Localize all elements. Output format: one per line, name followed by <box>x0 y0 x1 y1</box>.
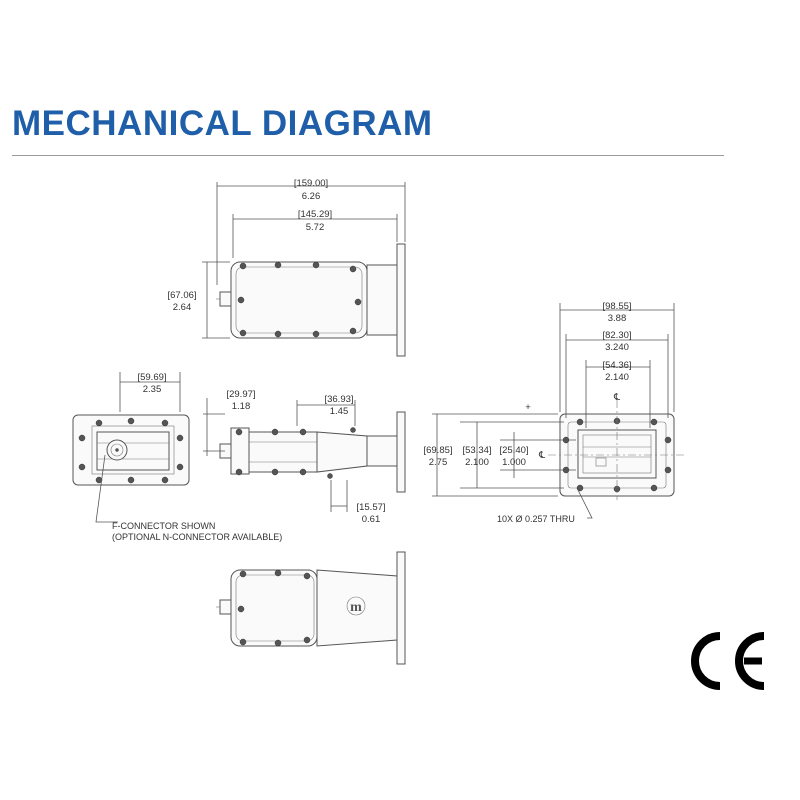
dim-transition-length-in: 1.45 <box>330 406 349 417</box>
bottom-flange <box>396 551 406 665</box>
dim-flange-hole-height-in: 2.100 <box>465 457 489 468</box>
front-view: [59.69] 2.35 F-CONNECTOR SHOWN (OPTIONAL… <box>72 372 282 542</box>
note-holes: 10X Ø 0.257 THRU <box>497 514 575 524</box>
cross-marker: + <box>525 402 531 413</box>
bolt <box>237 296 245 304</box>
dim-housing-length-in: 5.72 <box>306 222 325 233</box>
bolt <box>78 434 86 442</box>
dim-flange-width-mm: [98.55] <box>602 301 631 312</box>
dim-flange-width-in: 3.88 <box>608 313 627 324</box>
title-divider <box>12 155 724 156</box>
dim-front-width-in: 2.35 <box>143 384 162 395</box>
bolt <box>664 466 672 474</box>
bolt <box>354 298 362 306</box>
bolt <box>239 262 247 270</box>
holes-leader <box>577 489 593 519</box>
flange-plate <box>396 243 406 357</box>
dim-housing-length-mm: [145.29] <box>298 209 332 220</box>
bolt <box>239 329 247 337</box>
ce-mark <box>691 632 765 690</box>
page-title: MECHANICAL DIAGRAM <box>12 104 433 143</box>
dim-flange-hole-span-mm: [82.30] <box>602 330 631 341</box>
note-connector: F-CONNECTOR SHOWN <box>112 521 215 531</box>
bolt <box>576 418 584 426</box>
bolt <box>576 484 584 492</box>
flange-view: ℄ ℄ + [98.55] 3.88 [82.30] 3.240 [54.36]… <box>423 301 686 524</box>
centerline-symbol-vertical: ℄ <box>613 392 621 403</box>
dim-waveguide-width-mm: [54.36] <box>602 360 631 371</box>
bolt <box>650 484 658 492</box>
housing-outline <box>230 261 368 339</box>
bolt <box>127 476 135 484</box>
logo-mark: m <box>350 600 362 615</box>
side-flange <box>396 411 406 493</box>
logo-circle <box>346 596 366 616</box>
side-transition <box>316 431 368 473</box>
bolt <box>349 265 357 273</box>
bolt <box>127 417 135 425</box>
dim-waveguide-height-in: 1.000 <box>502 457 526 468</box>
dim-overall-length-in: 6.26 <box>302 191 321 202</box>
dim-connector-offset-mm: [29.97] <box>226 389 255 400</box>
dim-connector-offset-in: 1.18 <box>232 401 251 412</box>
bolt <box>664 436 672 444</box>
dim-flange-height-mm: [69.85] <box>423 445 452 456</box>
top-view: [159.00] 6.26 [145.29] 5.72 [67.06] 2.64 <box>167 178 406 357</box>
bolt <box>176 463 184 471</box>
dim-flange-height-in: 2.75 <box>429 457 448 468</box>
dim-waveguide-width-in: 2.140 <box>605 372 629 383</box>
side-view: [29.97] 1.18 [36.93] 1.45 [15.57] 0.61 <box>203 389 406 525</box>
bolt <box>95 419 103 427</box>
dim-flange-thickness-mm: [15.57] <box>356 502 385 513</box>
centerline-symbol-horizontal: ℄ <box>538 450 546 461</box>
dim-waveguide-height-mm: [25.40] <box>499 445 528 456</box>
bolt <box>349 327 357 335</box>
bolt <box>78 463 86 471</box>
bolt <box>274 330 282 338</box>
bolt <box>176 434 184 442</box>
dim-transition-length-mm: [36.93] <box>324 394 353 405</box>
connector-leader <box>95 454 118 523</box>
dim-housing-height-in: 2.64 <box>173 302 192 313</box>
dim-flange-thickness-in: 0.61 <box>362 514 381 525</box>
bolt <box>274 261 282 269</box>
bolt <box>312 261 320 269</box>
bolt <box>161 419 169 427</box>
transition-body <box>366 264 398 336</box>
dim-housing-height-mm: [67.06] <box>167 290 196 301</box>
dim-flange-hole-span-in: 3.240 <box>605 342 629 353</box>
note-connector-option: (OPTIONAL N-CONNECTOR AVAILABLE) <box>112 532 282 542</box>
dim-flange-hole-height-mm: [53.34] <box>462 445 491 456</box>
bolt <box>650 418 658 426</box>
bolt <box>312 330 320 338</box>
connector-stub <box>219 291 232 307</box>
dim-overall-length-mm: [159.00] <box>294 178 328 189</box>
bolt <box>161 476 169 484</box>
dim-front-width-mm: [59.69] <box>137 372 166 383</box>
bottom-view: m <box>216 551 406 665</box>
